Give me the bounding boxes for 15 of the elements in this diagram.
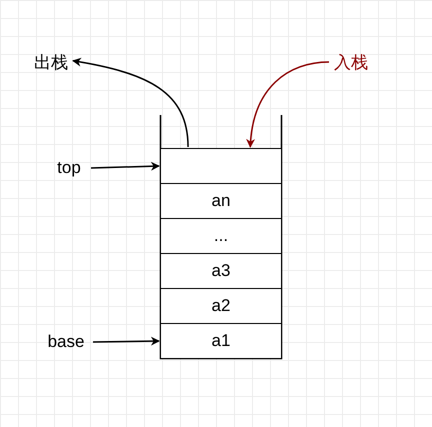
arrow [72,58,189,148]
operation-label: 入栈 [330,50,372,74]
empty-stack-cell [160,148,282,184]
stack-cell: an [160,183,282,219]
stack-cell: a2 [160,288,282,324]
arrow [246,61,330,148]
stack-container [160,115,282,359]
pointer-label: base [40,330,92,354]
stack-cell: a1 [160,323,282,359]
operation-label: 出栈 [30,50,72,74]
stack-cell: a3 [160,253,282,289]
arrow [92,336,160,346]
pointer-label: top [48,156,90,180]
stack-cell: ... [160,218,282,254]
arrow [90,162,160,171]
